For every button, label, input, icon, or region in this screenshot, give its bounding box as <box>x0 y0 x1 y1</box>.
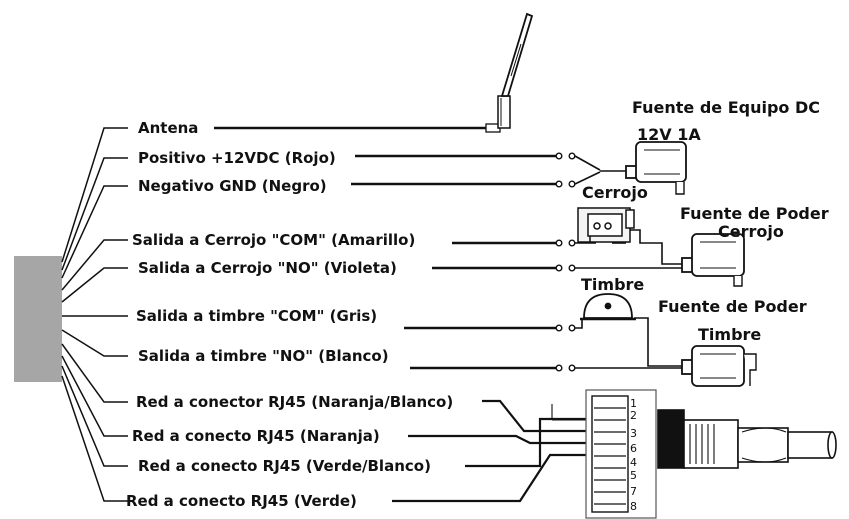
wire-label-negative: Negativo GND (Negro) <box>138 177 327 195</box>
rj45-pin-label: 3 <box>630 427 637 440</box>
antenna-icon <box>485 12 534 133</box>
bell-power-supply-icon <box>681 345 757 387</box>
wire-label-lock-com: Salida a Cerrojo "COM" (Amarillo) <box>132 231 415 249</box>
wire-label-bell-no: Salida a timbre "NO" (Blanco) <box>138 347 389 365</box>
wire-label-rj45-orange: Red a conecto RJ45 (Naranja) <box>132 427 380 445</box>
wire-label-bell-com: Salida a timbre "COM" (Gris) <box>136 307 377 325</box>
lock-icon <box>577 207 635 243</box>
wire-label-rj45-orange-white: Red a conector RJ45 (Naranja/Blanco) <box>136 393 453 411</box>
wire-label-rj45-green: Red a conecto RJ45 (Verde) <box>126 492 357 510</box>
fan-out-lines <box>61 127 128 502</box>
rj45-pin-label: 5 <box>630 469 637 482</box>
bell-psu-title-line2: Timbre <box>698 325 761 344</box>
bell-icon <box>580 293 636 321</box>
lock-psu-title-line1: Fuente de Poder <box>680 204 829 223</box>
device-psu-title-line2: 12V 1A <box>637 125 701 144</box>
wire-label-antenna: Antena <box>138 119 198 137</box>
rj45-pin-label: 2 <box>630 409 637 422</box>
main-connector-block <box>14 256 62 382</box>
device-power-supply-icon <box>625 141 687 195</box>
rj45-pin-label: 7 <box>630 485 637 498</box>
lock-power-supply-icon <box>681 233 745 287</box>
rj45-wiring <box>392 399 594 503</box>
rj45-terminal-block: 1 2 3 6 4 5 7 8 <box>585 389 657 519</box>
wire-label-lock-no: Salida a Cerrojo "NO" (Violeta) <box>138 259 397 277</box>
device-wiring <box>574 155 682 369</box>
rj45-pin-label: 6 <box>630 442 637 455</box>
bell-psu-title-line1: Fuente de Poder <box>658 297 807 316</box>
device-psu-title-line1: Fuente de Equipo DC <box>632 98 820 117</box>
terminals <box>555 152 576 372</box>
rj45-pin-label: 1 <box>630 397 637 410</box>
wire-label-positive: Positivo +12VDC (Rojo) <box>138 149 336 167</box>
rj45-plug-icon <box>657 409 837 469</box>
lock-psu-title-line2: Cerrojo <box>718 222 784 241</box>
wire-leads <box>214 126 556 370</box>
bell-title: Timbre <box>581 275 644 294</box>
wire-label-rj45-green-white: Red a conecto RJ45 (Verde/Blanco) <box>138 457 431 475</box>
rj45-pin-label: 4 <box>630 456 637 469</box>
rj45-pin-label: 8 <box>630 500 637 513</box>
lock-title: Cerrojo <box>582 183 648 202</box>
